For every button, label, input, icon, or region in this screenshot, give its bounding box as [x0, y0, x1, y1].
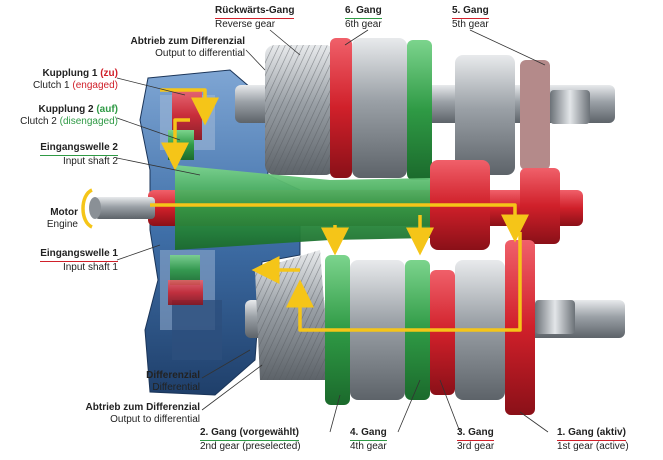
label-clutch-2: Kupplung 2 (auf) Clutch 2 (disengaged)	[2, 104, 118, 128]
label-1st-gear: 1. Gang (aktiv) 1st gear (active)	[557, 427, 629, 453]
gear2-de: 2. Gang (vorgewählt)	[200, 427, 299, 441]
clutch2-en-state: (disengaged)	[59, 116, 118, 127]
label-output-top: Abtrieb zum Differenzial Output to diffe…	[110, 36, 245, 60]
label-2nd-gear: 2. Gang (vorgewählt) 2nd gear (preselect…	[200, 427, 301, 453]
gear5-en: 5th gear	[452, 19, 489, 30]
output-top-en: Output to differential	[155, 48, 245, 59]
input-shaft-2	[175, 165, 430, 250]
label-engine: Motor Engine	[8, 207, 78, 231]
gear6-de: 6. Gang	[345, 5, 382, 19]
label-input-shaft-1: Eingangswelle 1 Input shaft 1	[8, 248, 118, 274]
clutch2-en: Clutch 2	[20, 116, 57, 127]
label-4th-gear: 4. Gang 4th gear	[350, 427, 387, 453]
gear6-en: 6th gear	[345, 19, 382, 30]
lower-countershaft	[245, 240, 625, 415]
output-bottom-en: Output to differential	[110, 414, 200, 425]
label-differential: Differenzial Differential	[100, 370, 200, 394]
label-clutch-1: Kupplung 1 (zu) Clutch 1 (engaged)	[8, 68, 118, 92]
clutch1-en: Clutch 1	[32, 80, 70, 91]
clutch1-en-state: (engaged)	[72, 80, 118, 91]
engine-shaft	[89, 197, 155, 219]
gear3-de: 3. Gang	[457, 427, 494, 441]
output-bottom-de: Abtrieb zum Differenzial	[85, 402, 200, 413]
input2-de: Eingangswelle 2	[40, 142, 118, 156]
input2-en: Input shaft 2	[62, 156, 118, 167]
label-reverse-gear: Rückwärts-Gang Reverse gear	[215, 5, 295, 31]
clutch1-de-state: (zu)	[100, 68, 118, 79]
gear4-en: 4th gear	[350, 441, 387, 452]
gear1-en: 1st gear (active)	[557, 441, 629, 452]
input1-de: Eingangswelle 1	[40, 248, 118, 262]
reverse-gear-de: Rückwärts-Gang	[215, 5, 295, 19]
motor-de: Motor	[50, 207, 78, 218]
gear3-en: 3rd gear	[457, 441, 495, 452]
gear5-de: 5. Gang	[452, 5, 489, 19]
power-flow-arrows	[150, 88, 529, 332]
engine-rotation-arrow	[81, 188, 93, 229]
motor-en: Engine	[46, 219, 78, 230]
gear4-de: 4. Gang	[350, 427, 387, 441]
gear1-de: 1. Gang (aktiv)	[557, 427, 626, 441]
label-6th-gear: 6. Gang 6th gear	[345, 5, 382, 31]
clutch1-de: Kupplung 1	[42, 68, 98, 79]
label-output-bottom: Abtrieb zum Differenzial Output to diffe…	[60, 402, 200, 426]
label-input-shaft-2: Eingangswelle 2 Input shaft 2	[8, 142, 118, 168]
label-3rd-gear: 3. Gang 3rd gear	[457, 427, 494, 453]
clutch2-de: Kupplung 2	[38, 104, 94, 115]
label-5th-gear: 5. Gang 5th gear	[452, 5, 489, 31]
leader-lines	[116, 29, 549, 433]
gear2-en: 2nd gear (preselected)	[200, 441, 301, 452]
differential-en: Differential	[152, 382, 200, 393]
reverse-gear-en: Reverse gear	[215, 19, 276, 30]
differential-de: Differenzial	[146, 370, 200, 381]
output-top-de: Abtrieb zum Differenzial	[130, 36, 245, 47]
clutch2-de-state: (auf)	[96, 104, 118, 115]
upper-countershaft	[235, 38, 615, 180]
input1-en: Input shaft 1	[62, 262, 118, 273]
